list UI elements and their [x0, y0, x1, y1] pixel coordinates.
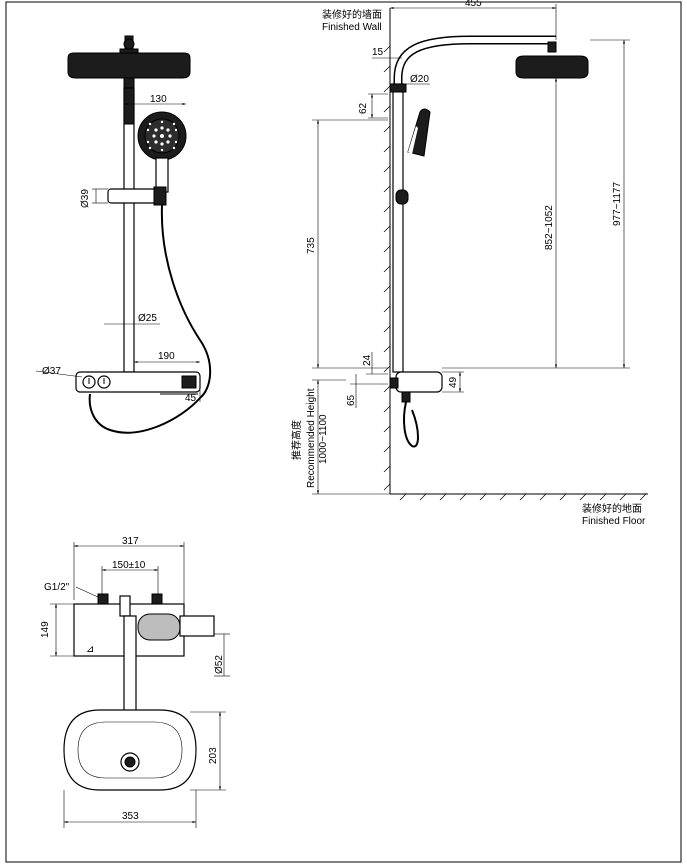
- outlet-cap: [137, 613, 181, 641]
- dim-150-label: 150±10: [112, 560, 146, 571]
- dim-735-label: 735: [306, 237, 317, 254]
- dim-d39-label: Ø39: [80, 189, 91, 208]
- body-mark: ⊿: [86, 644, 94, 655]
- side-outlet: [401, 391, 411, 403]
- center-stub: [119, 595, 131, 617]
- slide-holder-clip: [153, 186, 167, 206]
- dim-d25-label: Ø25: [138, 313, 157, 324]
- side-head-connector: [547, 41, 557, 53]
- base-plate-inner: [77, 721, 183, 779]
- dim-line-d37: [35, 370, 83, 378]
- bottom-view: 317 150±10 G1/2" ⊿ 149 Ø52 203: [40, 536, 230, 828]
- dim-15-label: 15: [372, 47, 384, 58]
- finished-wall-en: Finished Wall: [322, 22, 382, 33]
- riser-top-section: [123, 87, 135, 125]
- finished-floor-cn: 装修好的地面: [582, 502, 642, 515]
- riser-pipe: [123, 87, 135, 373]
- dim-203-label: 203: [208, 747, 219, 764]
- dim-24-label: 24: [362, 354, 373, 366]
- dim-d37-label: Ø37: [42, 366, 61, 377]
- shower-hose: [88, 204, 212, 434]
- dim-130-label: 130: [150, 94, 167, 105]
- dim-49-label: 49: [448, 376, 459, 388]
- head-connector: [123, 77, 135, 89]
- riser-hole: [124, 756, 136, 768]
- side-wall-mount: [389, 377, 399, 389]
- side-slide-holder: [395, 189, 409, 205]
- wall-hatch: [383, 45, 391, 491]
- recommended-height-en: Recommended Height: [306, 388, 317, 488]
- recommended-height-value: 1000~1100: [318, 414, 329, 464]
- finished-floor-en: Finished Floor: [582, 516, 646, 527]
- dim-852-1052-label: 852~1052: [544, 205, 555, 250]
- side-thermostat-body: [395, 371, 443, 393]
- dim-977-1177-label: 977~1177: [612, 182, 623, 226]
- dim-65-label: 65: [346, 394, 357, 406]
- side-rain-head: [515, 55, 589, 79]
- drawing-frame: [5, 1, 682, 863]
- riser-arc-inner: [395, 37, 556, 92]
- outlet-spout: [179, 615, 215, 637]
- finished-wall-cn: 装修好的墙面: [322, 8, 382, 21]
- side-view: 装修好的墙面 Finished Wall: [290, 0, 648, 527]
- dim-455-label: 455: [465, 0, 482, 9]
- dim-353-label: 353: [122, 811, 139, 822]
- floor-hatch: [399, 493, 647, 501]
- wall-bracket-top: [389, 83, 407, 93]
- dim-62-label: 62: [358, 102, 369, 114]
- side-riser-pipe: [392, 83, 404, 373]
- front-view: 130 Ø39 Ø25 190 Ø37 45: [35, 35, 212, 434]
- rain-shower-head: [67, 52, 191, 79]
- side-hose: [403, 401, 419, 448]
- dim-g12-label: G1/2": [44, 582, 70, 593]
- dim-317-label: 317: [122, 536, 139, 547]
- top-knob-ball: [123, 38, 135, 50]
- dim-149-label: 149: [40, 621, 51, 638]
- dim-d52-label: Ø52: [214, 655, 225, 674]
- hose-outlet: [181, 375, 197, 389]
- dim-45-label: 45: [185, 393, 197, 404]
- recommended-height-cn: 推荐高度: [290, 420, 303, 460]
- dim-d20-label: Ø20: [410, 74, 429, 85]
- dim-190-label: 190: [158, 351, 175, 362]
- base-plate-outer: [63, 709, 197, 791]
- hand-shower-nozzles: [146, 120, 178, 152]
- side-hand-shower-face: [408, 126, 418, 154]
